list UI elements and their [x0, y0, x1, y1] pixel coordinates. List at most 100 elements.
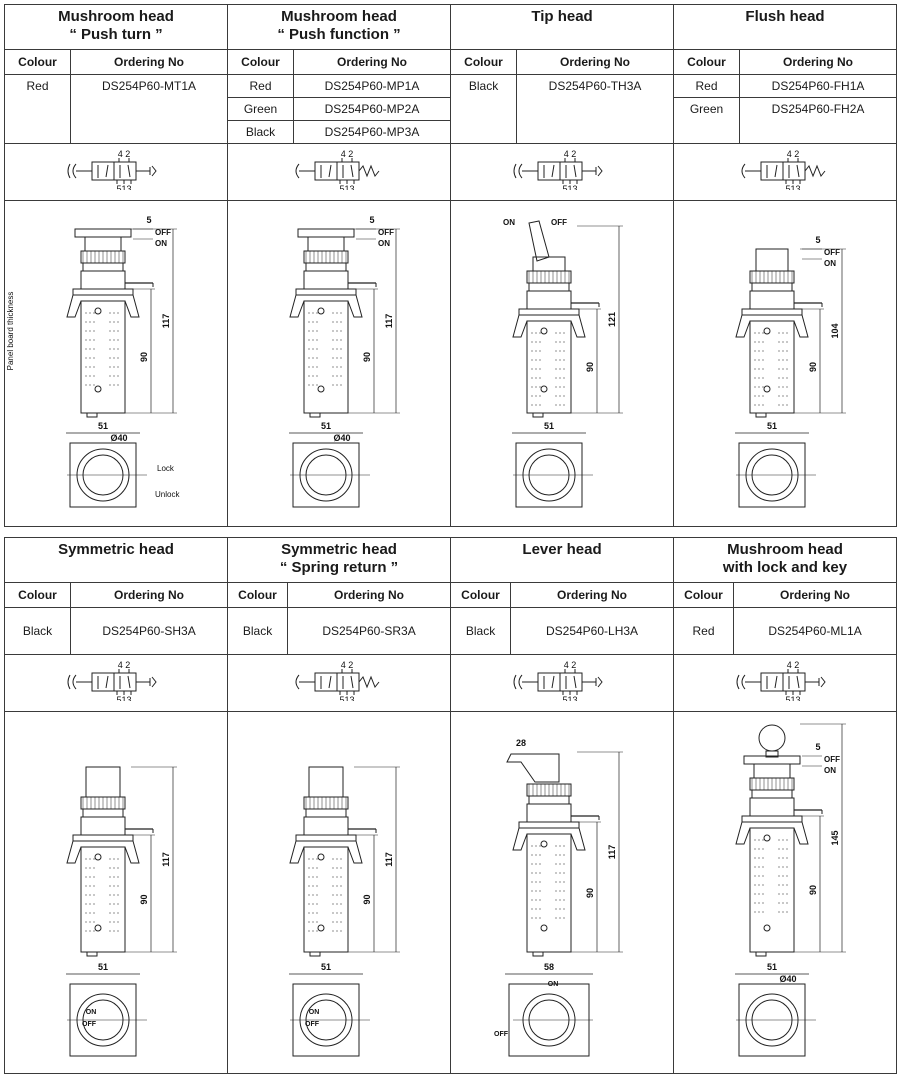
push-actuator-icon: [741, 163, 746, 178]
diameter-dimension: Ø40: [333, 433, 350, 443]
drawing-shape: [782, 161, 806, 180]
port-icon: [317, 853, 325, 861]
drawing-shape: [305, 262, 347, 272]
drawing-line: [573, 675, 577, 688]
colour-cell: Black: [227, 607, 289, 655]
drawing-shape: [85, 766, 121, 798]
ordering-header: Ordering No: [292, 49, 452, 75]
drawing-shape: [751, 789, 793, 799]
detent-icon: [513, 674, 517, 689]
port-icon: [540, 385, 548, 393]
body-dimension: 90: [139, 352, 149, 362]
push-actuator-icon: [72, 163, 77, 178]
height-dimension: 117: [384, 852, 394, 867]
drawing-line: [328, 675, 332, 688]
drawing-shape: [124, 294, 140, 318]
drawing-line: [774, 675, 778, 688]
detent-icon: [736, 674, 740, 689]
dimension-label: OFF: [824, 248, 840, 257]
port-label: 513: [116, 184, 131, 190]
height-dimension: 117: [161, 852, 171, 867]
ordering-header: Ordering No: [70, 49, 228, 75]
drawing-shape: [295, 288, 357, 296]
port-label: 4 2: [341, 150, 354, 159]
drawing-shape: [749, 827, 795, 953]
valve-symbol-cell: 4 2 513: [3, 654, 229, 712]
drawing-shape: [741, 308, 803, 316]
port-label: 513: [786, 695, 801, 701]
drawing-shape: [793, 314, 809, 338]
port-label: 513: [340, 695, 355, 701]
colour-cell: Red: [673, 607, 735, 655]
drawing-shape: [755, 248, 789, 272]
drawing-shape: [735, 314, 751, 338]
drawing-shape: [305, 808, 347, 818]
port-label: 513: [339, 184, 354, 190]
colour-cell: Black: [450, 607, 512, 655]
drawing-shape: [66, 294, 82, 318]
drawing-shape: [526, 803, 572, 823]
drawing-shape: [84, 236, 122, 252]
port-label: 4 2: [341, 661, 354, 670]
colour-header: Colour: [227, 582, 289, 608]
drawing-shape: [782, 672, 806, 691]
detent-icon: [820, 676, 826, 687]
detent-icon: [67, 674, 71, 689]
header-row: Symmetric head Symmetric head“ Spring re…: [3, 537, 898, 583]
drawing-line: [573, 164, 577, 177]
drawing-shape: [537, 161, 561, 180]
port-icon: [94, 307, 102, 315]
drawing-shape: [512, 314, 528, 338]
port-label: 513: [116, 695, 131, 701]
drawing-shape: [80, 270, 126, 290]
port-icon: [94, 924, 102, 932]
drawing-shape: [528, 282, 570, 292]
port-label: 4 2: [118, 661, 131, 670]
drawing-shape: [113, 672, 137, 691]
drawing-shape: [537, 672, 561, 691]
column-header-row: Colour Ordering No Colour Ordering No Co…: [4, 49, 898, 75]
drawing-shape: [570, 314, 586, 338]
width-dimension: 51: [767, 421, 777, 431]
drawing-shape: [751, 282, 793, 292]
dimension-label: ON: [824, 259, 836, 268]
ordering-cell: DS254P60-SR3A: [287, 607, 452, 655]
dimension-label: OFF: [305, 1021, 320, 1028]
ordering-header: Ordering No: [287, 582, 452, 608]
height-dimension: 117: [607, 845, 617, 860]
drawing-shape: [749, 290, 795, 310]
drawing-line: [350, 675, 354, 688]
push-actuator-icon: [72, 674, 77, 689]
port-icon: [540, 840, 548, 848]
drawing-shape: [289, 840, 305, 864]
colour-cell: Black: [450, 74, 518, 144]
drawing-shape: [559, 672, 583, 691]
drawing-shape: [570, 827, 586, 851]
drawing-shape: [303, 300, 349, 414]
port-icon: [94, 385, 102, 393]
ordering-cell: DS254P60-SH3A: [69, 607, 229, 655]
body-dimension: 90: [362, 352, 372, 362]
drawing-shape: [765, 750, 779, 758]
port-icon: [763, 385, 771, 393]
drawing-shape: [297, 228, 355, 238]
body-dimension: 90: [808, 362, 818, 372]
drawing-shape: [80, 816, 126, 836]
spring-icon: [358, 164, 380, 177]
drawing-shape: [72, 834, 134, 842]
dimension-label: OFF: [378, 228, 394, 237]
drawing-line: [350, 164, 354, 177]
